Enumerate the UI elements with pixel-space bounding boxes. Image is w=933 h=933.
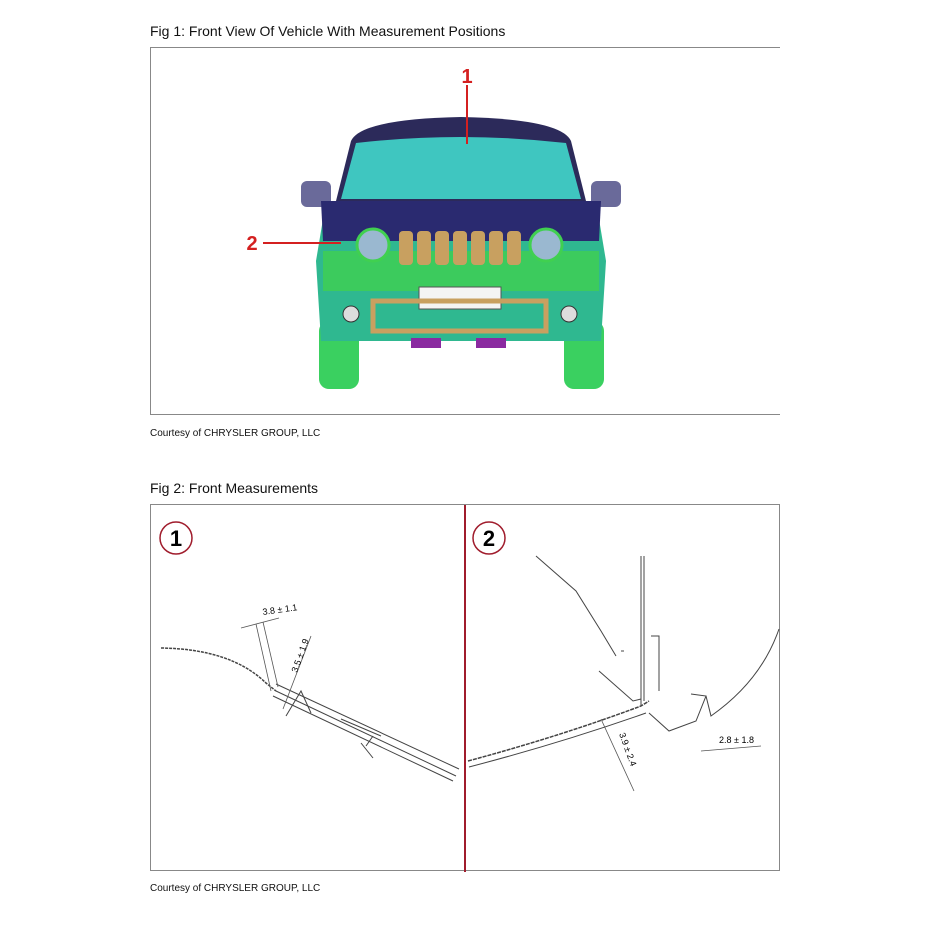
vehicle-front-view: 1 2 [246, 66, 621, 389]
callout-1: 1 [461, 66, 472, 88]
measurement-3-8: 3.8 ± 1.1 [262, 602, 298, 617]
fig1-image: 1 2 [150, 47, 780, 415]
svg-text:1: 1 [170, 526, 182, 551]
fig2-image: 1 3.8 ± 1.1 3.5 ± 1.9 2 3.9 ± 2.4 2.8 ± … [150, 504, 780, 872]
measurement-diagrams: 1 3.8 ± 1.1 3.5 ± 1.9 2 3.9 ± 2.4 2.8 ± … [159, 505, 780, 872]
panel-2-badge [472, 521, 506, 555]
left-fog-light [342, 305, 360, 323]
right-mirror [591, 181, 621, 207]
measurement-2-8: 2.8 ± 1.8 [719, 735, 754, 745]
svg-text:2: 2 [483, 526, 495, 551]
right-headlight [528, 227, 564, 263]
fig2-title: Fig 2: Front Measurements [150, 480, 319, 496]
callout-2: 2 [246, 233, 257, 255]
panel-1-badge [159, 521, 193, 555]
left-mirror [301, 181, 331, 207]
left-headlight [355, 227, 391, 263]
windshield [341, 137, 581, 199]
hood [321, 201, 601, 241]
panel-2: 2 3.9 ± 2.4 2.8 ± 1.8 [467, 521, 780, 792]
fig1-title: Fig 1: Front View Of Vehicle With Measur… [150, 23, 506, 39]
license-plate [418, 286, 502, 310]
right-fog-light [560, 305, 578, 323]
bumper-trim [370, 298, 549, 334]
measurement-3-5: 3.5 ± 1.9 [289, 637, 310, 673]
panel-1: 1 3.8 ± 1.1 3.5 ± 1.9 [159, 521, 460, 782]
fig1-caption: Courtesy of CHRYSLER GROUP, LLC [150, 428, 321, 439]
grille [399, 231, 521, 265]
fig2-caption: Courtesy of CHRYSLER GROUP, LLC [150, 883, 321, 894]
